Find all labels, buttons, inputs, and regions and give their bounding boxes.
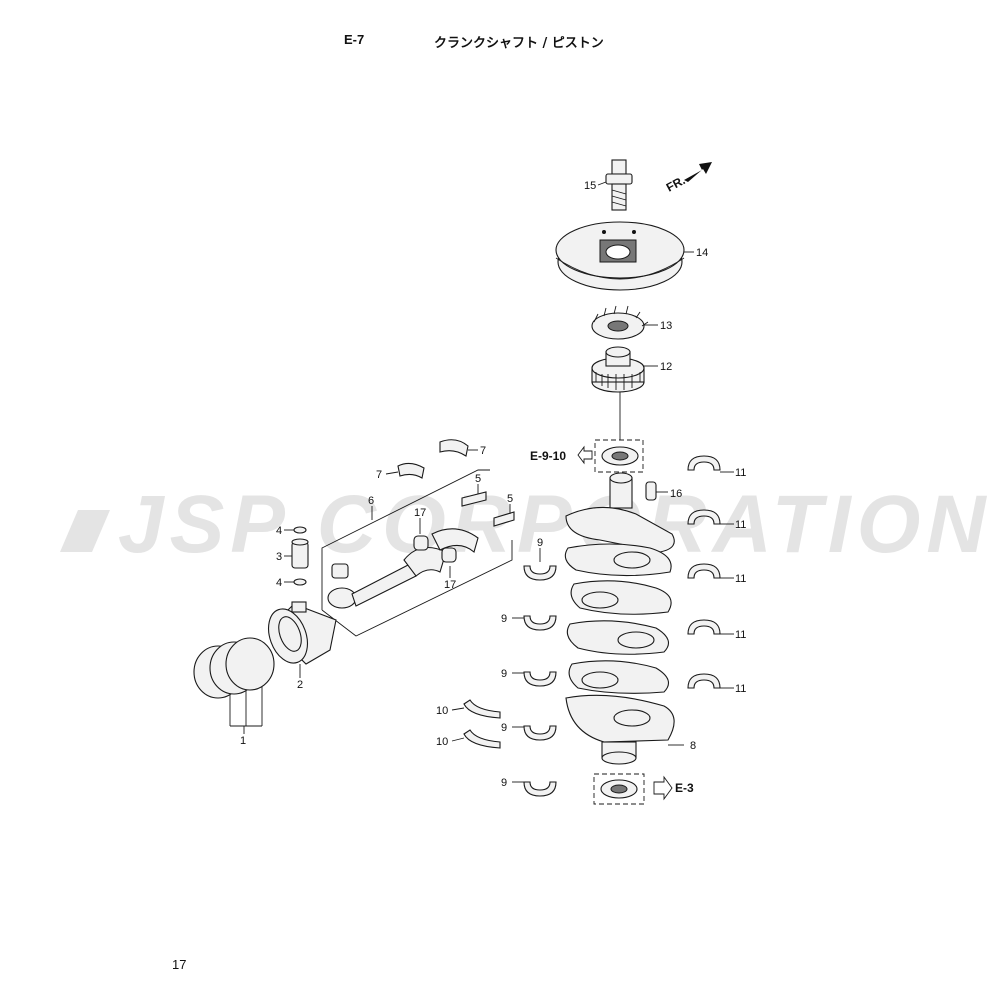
reference-lower-label[interactable]: E-3: [675, 781, 694, 795]
key-part-16: [645, 481, 668, 501]
circlip-part-4-group: [284, 526, 307, 586]
callout-17-lower: 17: [444, 579, 456, 591]
callout-5-right: 5: [507, 493, 513, 505]
callout-16: 16: [670, 488, 682, 500]
callout-15: 15: [584, 180, 596, 192]
callout-2: 2: [297, 679, 303, 691]
callout-5-left: 5: [475, 473, 481, 485]
callout-11-d: 11: [735, 629, 746, 641]
callout-8: 8: [690, 740, 696, 752]
bearing-part-9-group: [512, 548, 557, 797]
connecting-rod-part-6: [321, 469, 515, 637]
callout-1: 1: [240, 735, 246, 747]
callout-10-lower: 10: [436, 736, 448, 748]
callout-10-upper: 10: [436, 705, 448, 717]
callout-9-e: 9: [501, 777, 507, 789]
gear-part-12: [591, 346, 658, 440]
sprocket-part-13: [591, 305, 658, 340]
callout-11-e: 11: [735, 683, 746, 695]
callout-7-upper: 7: [480, 445, 486, 457]
reference-upper-label[interactable]: E-9-10: [530, 449, 566, 463]
callout-12: 12: [660, 361, 672, 373]
callout-11-c: 11: [735, 573, 746, 585]
piston-rings-part-1: [193, 637, 275, 734]
conrod-bearing-part-7-group: [385, 439, 478, 479]
bearing-part-11-group: [687, 455, 734, 689]
callout-9-a: 9: [537, 537, 543, 549]
front-label: FR.: [664, 173, 688, 194]
callout-11-b: 11: [735, 519, 746, 531]
callout-11-a: 11: [735, 467, 746, 479]
piston-pin-part-3: [284, 538, 309, 569]
flywheel-part-14: [555, 221, 694, 291]
callout-9-d: 9: [501, 722, 507, 734]
watermark: JSP CORPORATION: [60, 479, 992, 570]
piston-part-2: [268, 601, 337, 678]
lower-oil-seal: [593, 773, 645, 805]
section-title: クランクシャフト / ピストン: [434, 36, 604, 51]
callout-17-upper: 17: [414, 507, 426, 519]
callout-6: 6: [368, 495, 374, 507]
callout-labels: 1 2 3 4 4 5 5 6 7 7 8 9 9 9 9 9 10 10 11…: [240, 180, 746, 789]
reference-lower-arrow[interactable]: E-3: [653, 775, 694, 801]
callout-7-lower: 7: [376, 469, 382, 481]
callout-3: 3: [276, 551, 282, 563]
watermark-text: JSP CORPORATION: [118, 479, 992, 570]
callout-9-c: 9: [501, 668, 507, 680]
crankshaft-part-8: [564, 472, 684, 765]
reference-upper-arrow[interactable]: E-9-10: [530, 445, 593, 465]
callout-4-lower: 4: [276, 577, 282, 589]
front-direction-marker: FR.: [664, 162, 712, 195]
upper-oil-seal: [594, 439, 644, 473]
bolt-part-15: [597, 159, 633, 211]
thrust-washer-part-10-group: [451, 699, 501, 749]
callout-14: 14: [696, 247, 708, 259]
callout-13: 13: [660, 320, 672, 332]
section-code: E-7: [344, 32, 365, 47]
callout-9-b: 9: [501, 613, 507, 625]
callout-4-upper: 4: [276, 525, 282, 537]
page-number: 17: [172, 957, 187, 972]
